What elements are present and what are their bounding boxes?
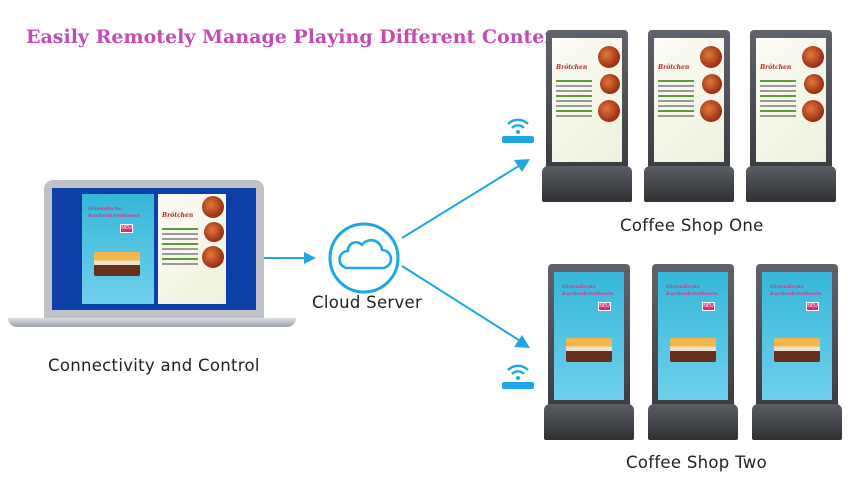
display-device: Brötchen: [746, 30, 836, 202]
device-screen-menu: Brötchen: [654, 38, 724, 162]
laptop-screen-frame: Himmlische Kuchenkreationen NEU Brötchen: [44, 180, 264, 318]
device-stand: [752, 404, 842, 440]
food-image: [202, 246, 224, 268]
menu-title: Brötchen: [162, 212, 194, 219]
menu-title: Brötchen: [760, 64, 792, 71]
menu-text-lines: [658, 80, 694, 120]
arrow-icon: [264, 252, 316, 264]
device-stand: [746, 166, 836, 202]
wifi-router-icon: [502, 364, 534, 389]
food-image: [600, 74, 620, 94]
shop-one-caption: Coffee Shop One: [620, 216, 764, 235]
menu-title: Brötchen: [556, 64, 588, 71]
food-image: [598, 100, 620, 122]
food-image: [802, 46, 824, 68]
promo-text: Himmlische Kuchenkreationen: [666, 284, 718, 297]
food-image: [204, 222, 224, 242]
display-device: Himmlische Kuchenkreationen NEU: [544, 264, 634, 440]
new-badge: NEU: [598, 302, 611, 311]
device-screen-cake: Himmlische Kuchenkreationen NEU: [762, 272, 832, 400]
promo-text: Himmlische Kuchenkreationen: [562, 284, 614, 297]
cake-image: [774, 338, 820, 362]
food-image: [804, 74, 824, 94]
display-device: Brötchen: [644, 30, 734, 202]
food-image: [700, 46, 722, 68]
laptop-base: [8, 318, 296, 327]
food-image: [702, 74, 722, 94]
device-stand: [544, 404, 634, 440]
display-device: Brötchen: [542, 30, 632, 202]
device-screen-cake: Himmlische Kuchenkreationen NEU: [658, 272, 728, 400]
laptop: Himmlische Kuchenkreationen NEU Brötchen: [8, 180, 296, 330]
shop-two-caption: Coffee Shop Two: [626, 453, 767, 472]
promo-text: Himmlische Kuchenkreationen: [770, 284, 822, 297]
menu-text-lines: [162, 228, 198, 268]
laptop-screen: Himmlische Kuchenkreationen NEU Brötchen: [52, 188, 256, 310]
new-badge: NEU: [120, 224, 133, 233]
laptop-menu-panel: Brötchen: [158, 194, 226, 304]
new-badge: NEU: [806, 302, 819, 311]
wifi-router-icon: [502, 118, 534, 143]
cloud-icon: [328, 222, 400, 294]
menu-title: Brötchen: [658, 64, 690, 71]
page-title: Easily Remotely Manage Playing Different…: [26, 26, 578, 48]
food-image: [700, 100, 722, 122]
laptop-cake-panel: Himmlische Kuchenkreationen NEU: [82, 194, 154, 304]
food-image: [802, 100, 824, 122]
menu-text-lines: [760, 80, 796, 120]
laptop-caption: Connectivity and Control: [48, 356, 260, 375]
food-image: [202, 196, 224, 218]
arrow-icon: [401, 159, 530, 239]
new-badge: NEU: [702, 302, 715, 311]
arrow-icon: [401, 265, 530, 348]
device-screen-cake: Himmlische Kuchenkreationen NEU: [554, 272, 624, 400]
display-device: Himmlische Kuchenkreationen NEU: [648, 264, 738, 440]
device-stand: [648, 404, 738, 440]
cake-image: [670, 338, 716, 362]
cake-image: [566, 338, 612, 362]
cake-image: [94, 252, 140, 276]
device-stand: [542, 166, 632, 202]
promo-text: Himmlische Kuchenkreationen: [88, 206, 140, 219]
device-screen-menu: Brötchen: [756, 38, 826, 162]
food-image: [598, 46, 620, 68]
cloud-caption: Cloud Server: [312, 293, 423, 312]
device-stand: [644, 166, 734, 202]
menu-text-lines: [556, 80, 592, 120]
display-device: Himmlische Kuchenkreationen NEU: [752, 264, 842, 440]
device-screen-menu: Brötchen: [552, 38, 622, 162]
